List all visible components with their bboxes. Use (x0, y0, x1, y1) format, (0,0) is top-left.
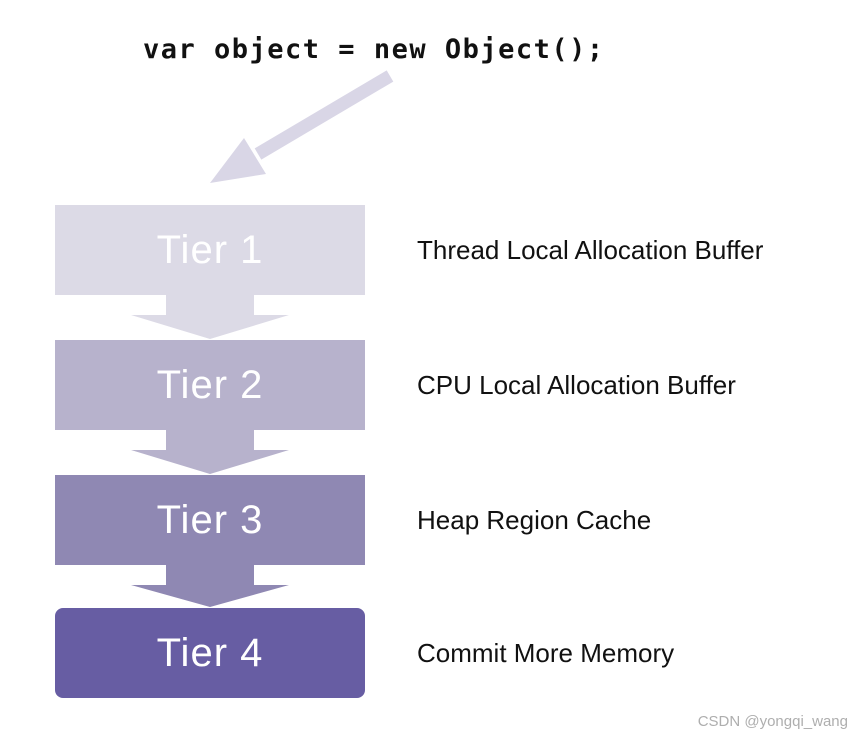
tier1-description: Thread Local Allocation Buffer (417, 235, 764, 265)
tier1-box: Tier 1 (55, 205, 365, 295)
tier4-description: Commit More Memory (417, 638, 675, 668)
tier1-to-tier2-arrow-icon (131, 293, 289, 339)
code-to-tier1-arrow-icon (210, 70, 394, 183)
tier4-label: Tier 4 (156, 630, 264, 675)
tier3-box: Tier 3 (55, 475, 365, 565)
code-snippet: var object = new Object(); (143, 34, 605, 65)
tier4-box: Tier 4 (55, 608, 365, 698)
tier3-description: Heap Region Cache (417, 505, 652, 535)
tier2-to-tier3-arrow-icon (131, 428, 289, 474)
tier2-description: CPU Local Allocation Buffer (417, 370, 736, 400)
watermark: CSDN @yongqi_wang (697, 713, 848, 730)
tier3-to-tier4-arrow-icon (131, 563, 289, 607)
tier1-label: Tier 1 (156, 227, 264, 272)
tier2-box: Tier 2 (55, 340, 365, 430)
tier3-label: Tier 3 (156, 497, 264, 542)
tier2-label: Tier 2 (156, 362, 264, 407)
